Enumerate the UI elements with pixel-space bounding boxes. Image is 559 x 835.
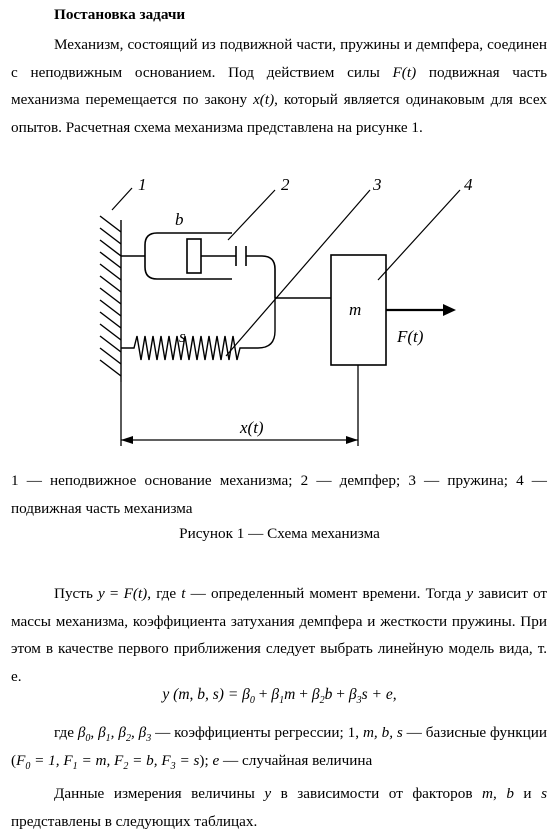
p4-t5: представлены в следующих таблицах. [11,812,258,830]
data-paragraph: Данные измерения величины y в зависимост… [11,780,547,835]
p3-funcs: F0 = 1, F1 = m, F2 = b, F3 = s [16,751,200,772]
figure-caption: Рисунок 1 — Схема механизма [179,525,380,542]
p4-t2: в зависимости от факторов [271,785,483,802]
p4-m: m [482,785,493,802]
intro-text-1: Механизм, состоящий из подвижной части, … [11,36,547,81]
intro-text-3: , который является одинаковым для всех о… [11,91,547,136]
formula-plus1: + [254,686,272,703]
formula-beta3: β [348,686,357,703]
p3-F0: F [16,751,26,769]
formula-tail: + e, [367,686,397,703]
mass-label: m [349,300,361,319]
p3-beta0: β [77,724,86,741]
p3-t2: — коэффициенты регрессии; 1, [151,724,363,741]
p2-y: y [98,585,105,602]
mechanism-diagram: 1 2 3 4 b s m F(t) x(t) [99,175,473,446]
p3-t3: — базисные функции ( [11,724,547,769]
fixed-base [99,215,122,382]
p3-beta1: β [98,724,106,741]
displacement-dimension [120,365,359,446]
intro-force: F(t) [392,63,417,81]
callout-4-label: 4 [464,175,473,194]
spring [121,297,331,361]
formula-plus2: + [295,686,312,703]
p3-sub3: 3 [146,733,152,745]
formula-sub3: 3 [356,695,362,707]
p4-t4: и [513,785,542,802]
p4-b: b [506,785,514,802]
p2-y2: y [466,585,474,602]
formula-s: s [361,686,368,703]
p3-t1: где [54,724,78,741]
p4-y: y [264,785,272,802]
callout-2-label: 2 [281,175,290,194]
p3-t5: — случайная величина [219,751,373,769]
formula-beta2: β [311,686,320,703]
spring-label: s [179,327,186,346]
p2-t1: Пусть [54,585,99,602]
model-paragraph: Пусть y = F(t), где t — определенный мом… [11,580,547,690]
p3-t4: ); [199,751,213,769]
formula-beta0: β [242,686,250,703]
formula-beta1: β [271,686,280,703]
regression-formula: y (m, b, s) = β0 + β1m + β2b + β3s + e, [0,686,559,707]
force-label: F(t) [396,327,424,346]
p3-sub1: 1 [105,733,111,745]
section-heading: Постановка задачи [54,6,186,23]
callout-3-label: 3 [372,175,382,194]
p2-t5: зависит от массы механизма, коэффициента… [11,585,547,685]
p4-s: s [541,785,547,802]
displacement-label: x(t) [239,418,264,437]
p3-bases: m, b, s [362,724,403,741]
p2-t2: = [104,585,124,602]
callout-1-label: 1 [138,175,147,194]
p3-sub0: 0 [85,733,91,745]
intro-paragraph: Механизм, состоящий из подвижной части, … [11,31,547,141]
formula-m: m [284,686,296,703]
p2-t3: , где [147,585,182,602]
p3-beta2: β [118,724,126,741]
formula-sub1: 1 [279,695,285,707]
formula-lhs: y (m, b, s) = [162,686,243,703]
p3-betas: β0, β1, β2, β3 [77,724,152,745]
formula-plus3: + [332,686,349,703]
p4-t1: Данные измерения величины [54,785,265,802]
p3-sub2: 2 [125,733,131,745]
intro-law: x(t) [253,91,275,108]
intro-text-2: подвижная часть механизма перемещается п… [11,63,547,109]
formula-sub0: 0 [249,695,255,707]
p2-fy: F(t) [123,585,148,602]
p3-beta3: β [138,724,147,741]
damper-label: b [175,210,184,229]
p4-t3: , [492,785,507,802]
p2-t: t [181,585,186,602]
formula-b: b [324,686,333,703]
callout-leaders [111,187,461,357]
p2-t4: — определенный момент времени. Тогда [185,585,467,602]
damper [121,232,276,298]
formula-sub2: 2 [319,695,325,707]
p3-e: e [212,751,220,769]
p3-F0-sub: 0 [25,760,31,772]
coefficients-paragraph: где β0, β1, β2, β3 — коэффициенты регрес… [11,719,547,774]
force-arrow [386,304,456,316]
figure-legend: 1 — неподвижное основание механизма; 2 —… [11,472,547,517]
